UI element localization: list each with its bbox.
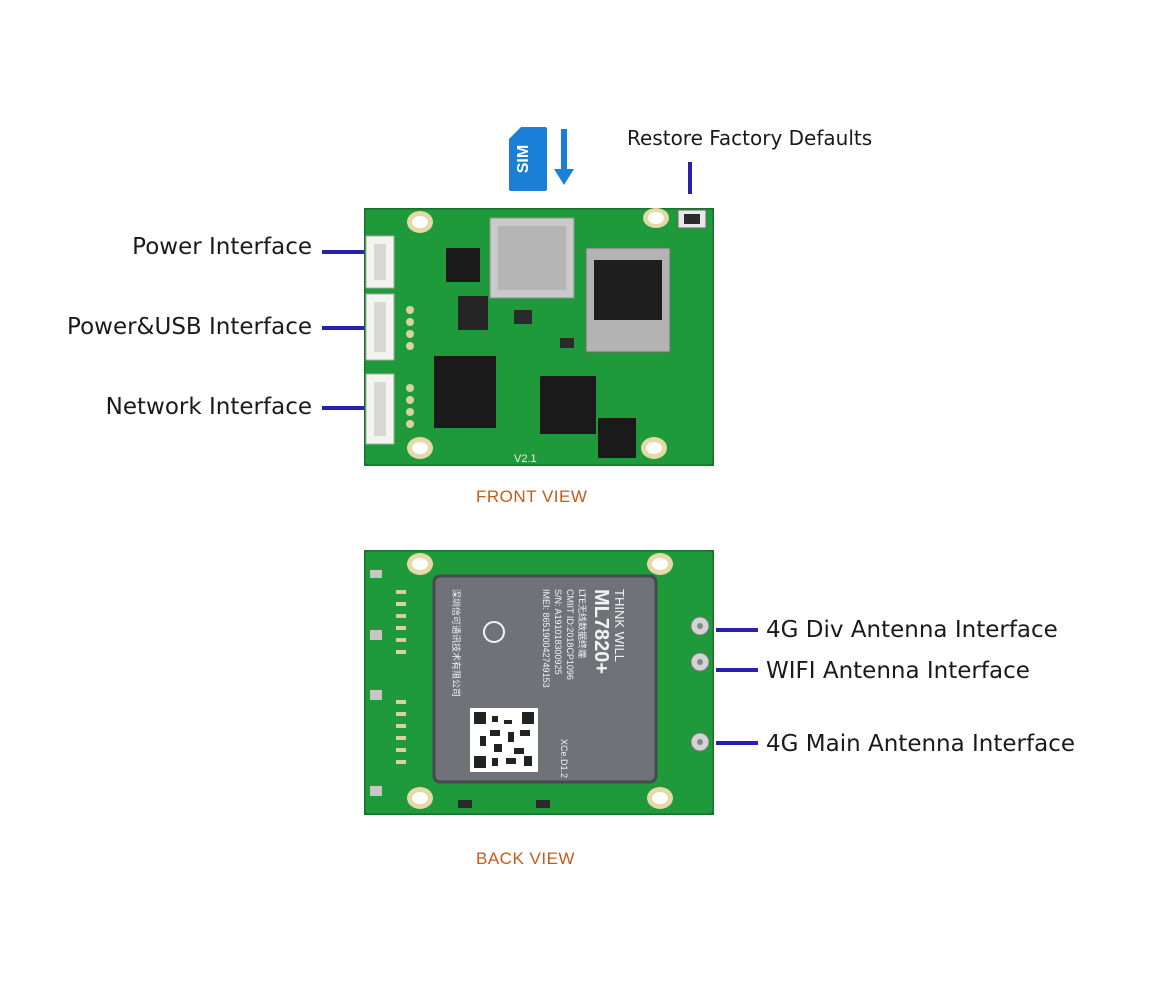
mount-hole — [407, 787, 433, 809]
restore-button — [677, 209, 707, 229]
power-usb-connector — [365, 293, 395, 361]
mount-hole — [647, 553, 673, 575]
power-interface-label: Power Interface — [132, 234, 312, 260]
back-board: THINK WILL ML7820+ LTE无线数据终端 CMIIT ID:20… — [364, 550, 714, 815]
4g-main-leader — [716, 741, 758, 745]
4g-div-leader — [716, 628, 758, 632]
lte-module: THINK WILL ML7820+ LTE无线数据终端 CMIIT ID:20… — [432, 574, 658, 784]
chip — [598, 418, 636, 458]
4g-div-antenna-connector — [690, 616, 710, 636]
power-leader — [322, 250, 364, 254]
4g-main-antenna-connector — [690, 732, 710, 752]
front-view-caption: FRONT VIEW — [476, 487, 588, 506]
sim-label: SIM — [515, 145, 532, 173]
4g-div-antenna-label: 4G Div Antenna Interface — [766, 617, 1058, 643]
mount-hole — [647, 787, 673, 809]
restore-leader — [688, 162, 692, 194]
module-line2: CMIIT ID:2018CP1096 — [565, 589, 575, 680]
mount-hole — [407, 437, 433, 459]
chip — [446, 248, 480, 282]
wifi-leader — [716, 668, 758, 672]
sim-insert-icon: SIM — [509, 127, 574, 191]
wifi-antenna-label: WIFI Antenna Interface — [766, 658, 1030, 684]
sim-holder — [489, 217, 575, 299]
module-line4: IMEI: 865190042749153 — [541, 589, 551, 688]
module-model: ML7820+ — [590, 589, 612, 674]
power-usb-interface-label: Power&USB Interface — [67, 314, 312, 340]
mount-hole — [643, 208, 669, 228]
front-board: V2.1 — [364, 208, 714, 466]
module-version: XCe.D1.2 — [559, 739, 569, 778]
network-connector — [365, 373, 395, 445]
network-transformer — [434, 356, 496, 428]
module-brand: THINK WILL — [612, 589, 627, 662]
module-line3: S/N: A191018300925 — [553, 589, 563, 675]
inductor — [458, 296, 488, 330]
module-maker: 深圳信可通讯技术有限公司 — [450, 589, 462, 697]
power-connector — [365, 235, 395, 289]
processor-chip — [540, 376, 596, 434]
mount-hole — [641, 437, 667, 459]
wifi-antenna-connector — [690, 652, 710, 672]
network-interface-label: Network Interface — [105, 394, 312, 420]
4g-main-antenna-label: 4G Main Antenna Interface — [766, 731, 1075, 757]
restore-defaults-label: Restore Factory Defaults — [627, 126, 873, 150]
module-line1: LTE无线数据终端 — [576, 589, 588, 658]
qr-code — [470, 708, 538, 772]
ccc-mark-icon — [483, 621, 505, 643]
wifi-module — [585, 247, 671, 353]
mount-hole — [407, 211, 433, 233]
network-leader — [322, 406, 364, 410]
back-view-caption: BACK VIEW — [476, 849, 575, 868]
power-usb-leader — [322, 326, 364, 330]
board-silkscreen: V2.1 — [514, 453, 537, 465]
mount-hole — [407, 553, 433, 575]
